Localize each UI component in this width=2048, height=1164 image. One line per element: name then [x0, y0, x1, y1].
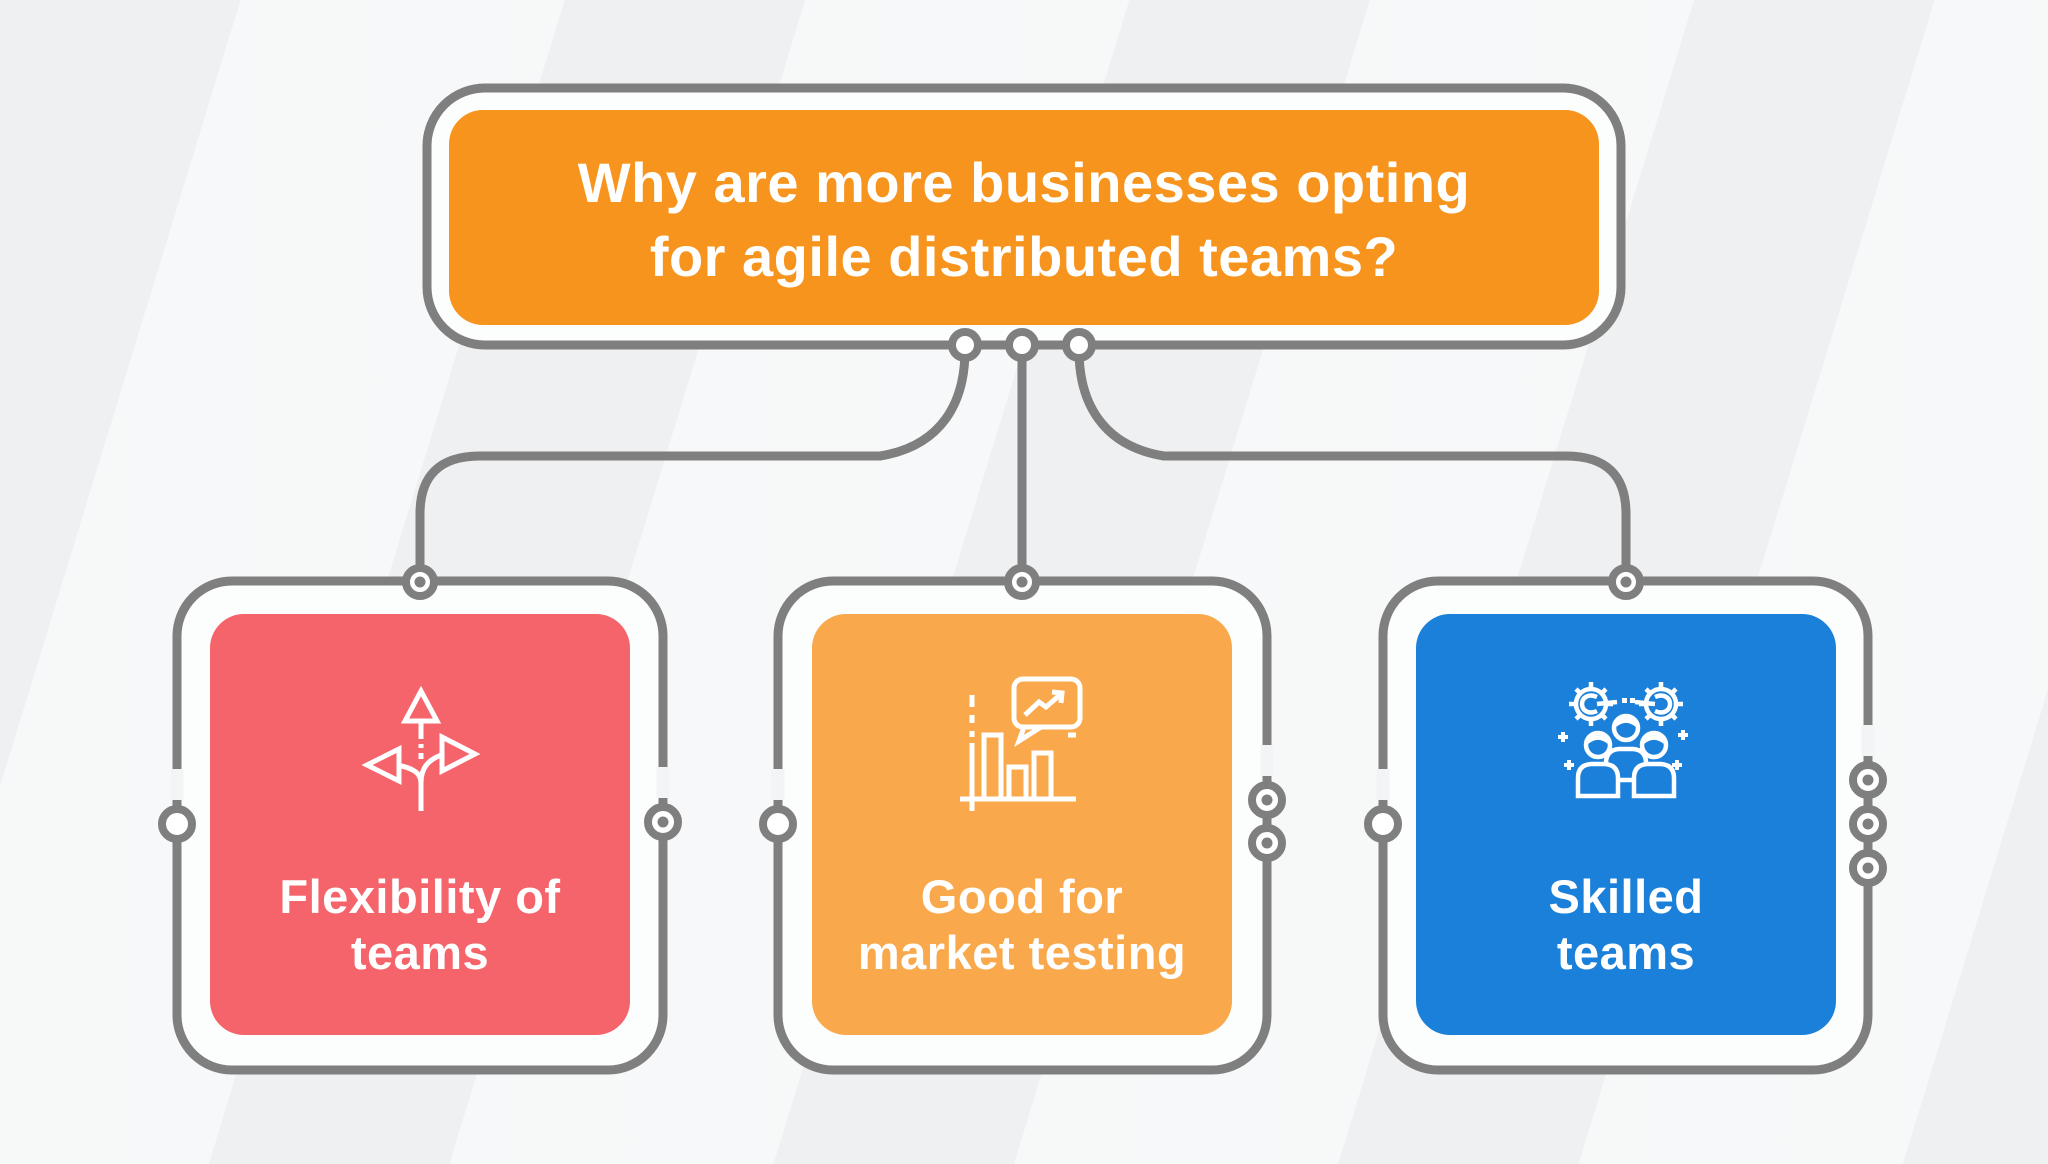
frame-edge-gaps [170, 725, 1875, 800]
header-node-left [948, 328, 982, 362]
header-title: Why are more businesses opting for agile… [449, 146, 1599, 294]
card2-left-node [759, 805, 797, 843]
bar-chart-growth-icon [960, 676, 1083, 811]
header-title-line1: Why are more businesses opting [577, 151, 1471, 214]
header-title-line2: for agile distributed teams? [649, 225, 1399, 288]
team-gears-icon [1558, 682, 1688, 799]
header-node-middle [1005, 328, 1039, 362]
card3-left-node [1364, 805, 1402, 843]
header-box [449, 110, 1599, 325]
card2-label-line2: market testing [857, 926, 1187, 979]
card-label-market-testing: Good for market testing [812, 869, 1232, 981]
connectors [415, 349, 1631, 568]
three-way-arrows-icon [361, 685, 481, 811]
card1-label-line1: Flexibility of [279, 870, 561, 923]
card1-left-node [158, 805, 196, 843]
card-label-skilled-teams: Skilled teams [1416, 869, 1836, 981]
card-box-skilled-teams [1416, 614, 1836, 1035]
card3-label-line1: Skilled [1548, 870, 1704, 923]
connector-right [1074, 349, 1631, 568]
card2-label-line1: Good for [920, 870, 1124, 923]
node-inner-dots [414, 576, 1874, 874]
card-box-flexibility [210, 614, 630, 1035]
card3-label-line2: teams [1556, 926, 1696, 979]
team-people [1575, 713, 1677, 799]
connector-left [415, 349, 970, 568]
card-label-flexibility: Flexibility of teams [210, 869, 630, 981]
card-box-market-testing [812, 614, 1232, 1035]
card1-label-line2: teams [350, 926, 490, 979]
header-node-right [1062, 328, 1096, 362]
sparkle-icons [1558, 730, 1688, 770]
